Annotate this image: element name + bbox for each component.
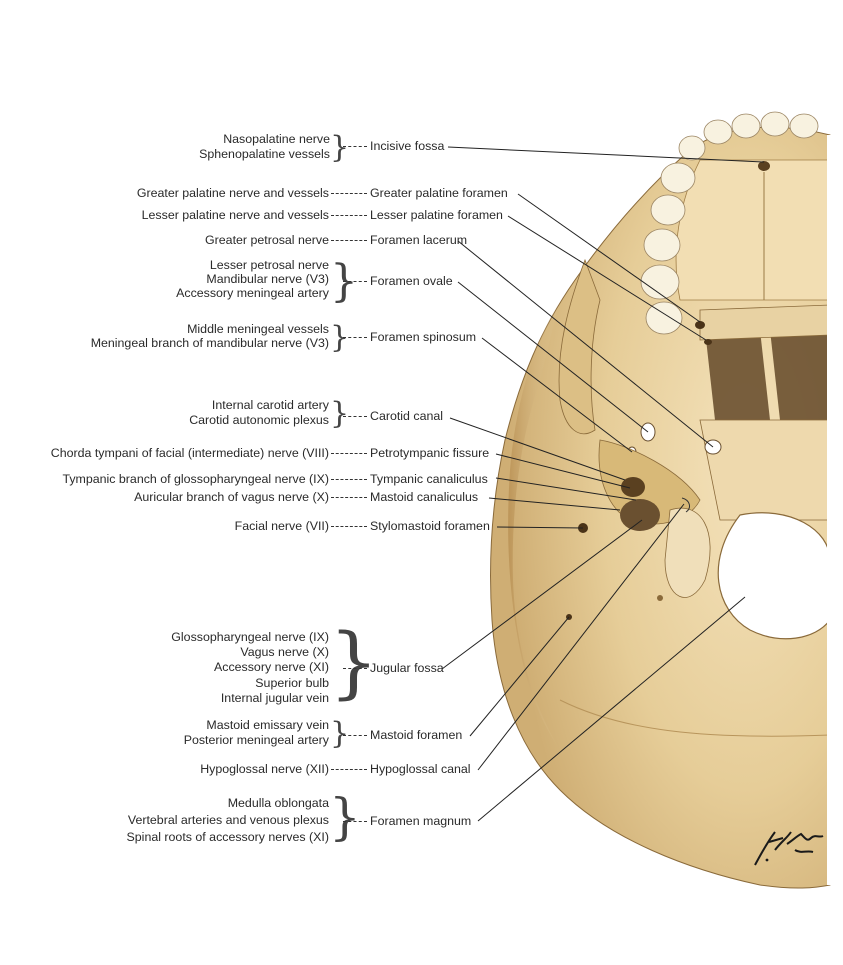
label-vertebral-arteries: Vertebral arteries and venous plexus <box>127 813 329 827</box>
dash-leader <box>331 769 367 770</box>
dash-leader <box>343 281 367 282</box>
label-lesser-palatine-nerve: Lesser palatine nerve and vessels <box>141 208 329 222</box>
dash-leader <box>331 526 367 527</box>
label-greater-palatine-foramen: Greater palatine foramen <box>370 186 508 200</box>
label-mandibular-nerve: Mandibular nerve (V3) <box>206 272 329 286</box>
teeth-illustration <box>640 111 819 335</box>
label-medulla-oblongata: Medulla oblongata <box>227 796 329 810</box>
label-spinal-roots-accessory: Spinal roots of accessory nerves (XI) <box>126 830 329 844</box>
dash-leader <box>331 453 367 454</box>
label-mastoid-foramen: Mastoid foramen <box>370 728 463 742</box>
label-foramen-spinosum: Foramen spinosum <box>370 330 477 344</box>
label-auricular-branch-x: Auricular branch of vagus nerve (X) <box>134 490 329 504</box>
label-middle-meningeal-vessels: Middle meningeal vessels <box>187 322 329 336</box>
label-incisive-fossa: Incisive fossa <box>370 139 445 153</box>
dash-leader <box>331 193 367 194</box>
label-carotid-autonomic-plexus: Carotid autonomic plexus <box>189 413 329 427</box>
brace-icon: } <box>330 320 350 355</box>
label-sphenopalatine-vessels: Sphenopalatine vessels <box>199 147 330 161</box>
label-stylomastoid-foramen: Stylomastoid foramen <box>370 519 490 533</box>
dash-leader <box>343 668 367 669</box>
label-greater-palatine-nerve: Greater palatine nerve and vessels <box>136 186 329 200</box>
dash-leader <box>343 337 367 338</box>
label-glossopharyngeal-nerve: Glossopharyngeal nerve (IX) <box>171 630 329 644</box>
label-foramen-ovale: Foramen ovale <box>370 274 453 288</box>
dash-leader <box>343 821 367 822</box>
dash-leader <box>331 240 367 241</box>
brace-icon: } <box>329 788 361 846</box>
dash-leader <box>331 479 367 480</box>
label-chorda-tympani: Chorda tympani of facial (intermediate) … <box>50 446 329 460</box>
label-mastoid-emissary-vein: Mastoid emissary vein <box>206 718 329 732</box>
brace-icon: } <box>330 396 350 431</box>
label-vagus-nerve: Vagus nerve (X) <box>240 645 329 659</box>
label-superior-bulb: Superior bulb <box>255 676 329 690</box>
label-internal-jugular-vein: Internal jugular vein <box>220 691 329 705</box>
dash-leader <box>343 735 367 736</box>
brace-icon: } <box>330 716 350 751</box>
label-lesser-petrosal-nerve: Lesser petrosal nerve <box>209 258 329 272</box>
label-foramen-magnum: Foramen magnum <box>370 814 472 828</box>
leader-lines <box>441 146 765 822</box>
brace-icon: } <box>330 130 350 165</box>
netter-signature <box>754 831 824 866</box>
dash-leader <box>331 215 367 216</box>
label-posterior-meningeal-artery: Posterior meningeal artery <box>183 733 329 747</box>
label-hypoglossal-nerve: Hypoglossal nerve (XII) <box>200 762 329 776</box>
dash-leader <box>331 497 367 498</box>
dash-leader <box>343 416 367 417</box>
label-lesser-palatine-foramen: Lesser palatine foramen <box>370 208 503 222</box>
label-tympanic-branch-ix: Tympanic branch of glossopharyngeal nerv… <box>62 472 329 486</box>
label-accessory-nerve: Accessory nerve (XI) <box>214 660 329 674</box>
label-carotid-canal: Carotid canal <box>370 409 444 423</box>
label-hypoglossal-canal: Hypoglossal canal <box>370 762 471 776</box>
label-facial-nerve: Facial nerve (VII) <box>234 519 329 533</box>
label-tympanic-canaliculus: Tympanic canaliculus <box>370 472 488 486</box>
label-jugular-fossa: Jugular fossa <box>370 661 444 675</box>
brace-icon: } <box>329 618 379 708</box>
label-foramen-lacerum: Foramen lacerum <box>370 233 468 247</box>
label-nasopalatine-nerve: Nasopalatine nerve <box>223 132 330 146</box>
label-meningeal-branch-v3: Meningeal branch of mandibular nerve (V3… <box>90 336 329 350</box>
dash-leader <box>343 146 367 147</box>
label-accessory-meningeal-artery: Accessory meningeal artery <box>176 286 329 300</box>
label-internal-carotid-artery: Internal carotid artery <box>211 398 329 412</box>
label-mastoid-canaliculus: Mastoid canaliculus <box>370 490 479 504</box>
label-petrotympanic-fissure: Petrotympanic fissure <box>370 446 490 460</box>
label-greater-petrosal-nerve: Greater petrosal nerve <box>205 233 329 247</box>
